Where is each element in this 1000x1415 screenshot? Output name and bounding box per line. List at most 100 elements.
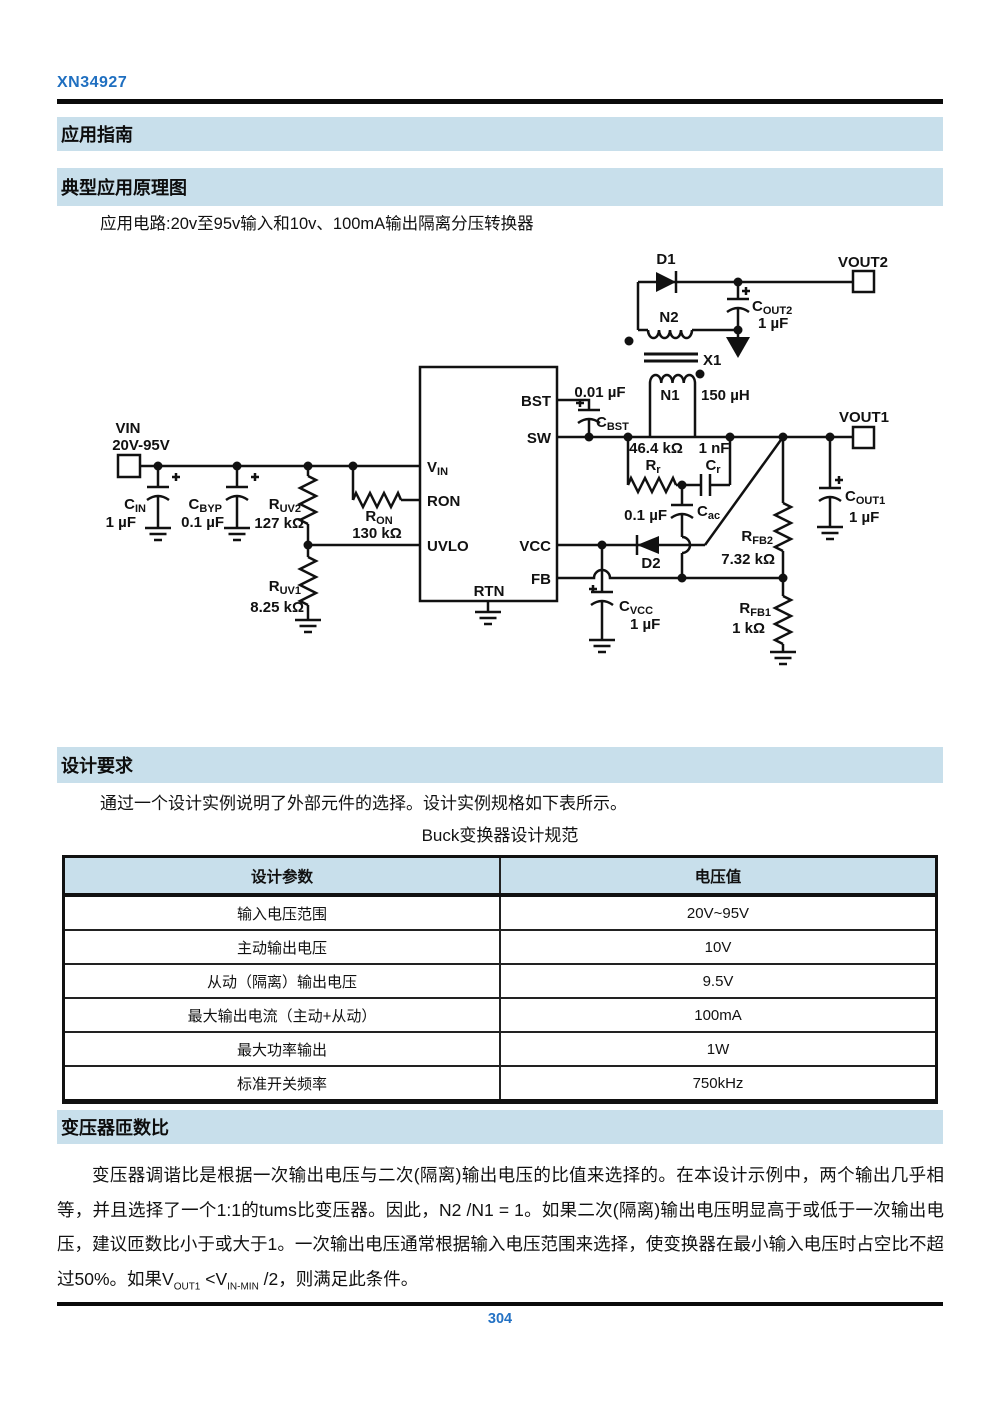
svg-text:RTN: RTN (474, 583, 505, 600)
table-cell: 20V~95V (499, 894, 937, 930)
svg-text:COUT1: COUT1 (845, 488, 885, 507)
ground-icon (817, 525, 843, 541)
svg-text:VCC: VCC (519, 538, 551, 555)
table-cell: 9.5V (499, 963, 937, 998)
table-cell: 750kHz (499, 1065, 937, 1102)
ground-icon (475, 610, 501, 626)
ruv1-resistor: RUV1 8.25 kΩ (250, 545, 321, 634)
ground-icon (589, 638, 615, 654)
n1-polarity-dot (695, 369, 705, 379)
ground-icon (224, 526, 250, 542)
svg-text:X1: X1 (703, 352, 721, 369)
svg-text:UVLO: UVLO (427, 538, 469, 555)
svg-text:D2: D2 (641, 555, 660, 572)
table-cell: 从动（隔离）输出电压 (63, 963, 500, 998)
table-cell: 最大输出电流（主动+从动） (63, 997, 500, 1032)
svg-text:FB: FB (531, 571, 551, 588)
design-intro: 通过一个设计实例说明了外部元件的选择。设计实例规格如下表所示。 (100, 794, 627, 813)
table-cell: 标准开关频率 (63, 1065, 500, 1102)
rfb1-resistor: RFB1 1 kΩ (732, 578, 796, 666)
svg-text:VOUT2: VOUT2 (838, 254, 888, 271)
svg-text:20V-95V: 20V-95V (112, 437, 170, 454)
vout1-terminal: VOUT1 (839, 409, 889, 450)
cr-capacitor: 1 nF Cr (676, 432, 735, 496)
svg-text:1 nF: 1 nF (699, 440, 730, 457)
section-banner-application-guide: 应用指南 (57, 117, 943, 151)
svg-text:0.1 µF: 0.1 µF (624, 507, 667, 524)
table-header-value: 电压值 (499, 856, 937, 897)
ground-icon (770, 650, 796, 666)
core-icon (644, 352, 698, 363)
svg-text:SW: SW (527, 430, 552, 447)
svg-text:0.01 µF: 0.01 µF (574, 384, 625, 401)
table-row: 最大输出电流（主动+从动） 100mA (63, 997, 937, 1032)
svg-text:RFB2: RFB2 (741, 528, 773, 547)
paragraph-text: /2，则满足此条件。 (258, 1268, 419, 1289)
ground-icon (145, 526, 171, 542)
svg-text:1 µF: 1 µF (106, 514, 136, 531)
cin-capacitor: CIN 1 µF (106, 466, 180, 542)
svg-text:RON: RON (427, 493, 460, 510)
fb-rail (557, 568, 788, 583)
table-cell: 主动输出电压 (63, 929, 500, 964)
svg-text:CBYP: CBYP (189, 496, 222, 515)
svg-text:0.1 µF: 0.1 µF (181, 514, 224, 531)
transformer-x1: N2 X1 N1 150 µH (624, 282, 750, 437)
svg-text:7.32 kΩ: 7.32 kΩ (721, 551, 775, 568)
d2-diode: D2 (557, 436, 785, 572)
svg-text:CBST: CBST (596, 414, 629, 433)
paragraph-text: <V (200, 1268, 228, 1289)
header-rule (57, 99, 943, 104)
svg-text:150 µH: 150 µH (701, 387, 750, 404)
svg-text:RUV1: RUV1 (269, 578, 301, 597)
svg-text:1 µF: 1 µF (758, 315, 788, 332)
table-row: 最大功率输出 1W (63, 1031, 937, 1066)
rfb2-resistor: RFB2 7.32 kΩ (721, 432, 794, 578)
section-banner-typical-application: 典型应用原理图 (57, 168, 943, 206)
circuit-caption: 应用电路:20v至95v输入和10v、100mA输出隔离分压转换器 (100, 215, 534, 233)
turns-ratio-paragraph: 变压器调谐比是根据一次输出电压与二次(隔离)输出电压的比值来选择的。在本设计示例… (57, 1158, 944, 1296)
section-banner-design-requirements: 设计要求 (57, 747, 943, 783)
vout1-subscript: OUT1 (173, 1281, 201, 1292)
svg-text:RUV2: RUV2 (269, 496, 301, 515)
ruv2-resistor: RUV2 127 kΩ (254, 461, 319, 545)
svg-text:VOUT1: VOUT1 (839, 409, 889, 426)
vout1-feed-wire (703, 436, 785, 546)
cac-capacitor: 0.1 µF Cac (624, 485, 720, 578)
footer-rule (57, 1302, 943, 1306)
svg-text:1 µF: 1 µF (849, 509, 879, 526)
svg-text:BST: BST (521, 393, 551, 410)
svg-text:127 kΩ: 127 kΩ (254, 515, 304, 532)
d1-diode: D1 (638, 251, 853, 293)
paragraph-text: 变压器调谐比是根据一次输出电压与二次(隔离)输出电压的比值来选择的。在本设计示例… (57, 1165, 944, 1289)
table-header-row: 设计参数 电压值 (63, 856, 937, 897)
vinmin-subscript: IN-MIN (227, 1281, 259, 1292)
table-row: 标准开关频率 750kHz (63, 1065, 937, 1102)
vout2-terminal: VOUT2 (838, 254, 888, 294)
page-number: 304 (487, 1311, 513, 1327)
table-cell: 10V (499, 929, 937, 964)
svg-text:VIN: VIN (427, 459, 448, 478)
n2-polarity-dot (624, 336, 634, 346)
wire-hop (680, 535, 692, 578)
svg-text:1 µF: 1 µF (630, 616, 660, 633)
ground-arrow-icon (726, 337, 750, 358)
table-cell: 100mA (499, 997, 937, 1032)
svg-text:VIN: VIN (115, 420, 140, 437)
table-row: 输入电压范围 20V~95V (63, 894, 937, 930)
svg-text:CVCC: CVCC (619, 598, 653, 617)
cout2-capacitor: COUT2 1 µF (726, 277, 792, 358)
cout1-capacitor: COUT1 1 µF (817, 432, 885, 541)
table-row: 主动输出电压 10V (63, 929, 937, 964)
ic-block: VIN RON UVLO BST SW VCC FB RTN (418, 365, 559, 626)
svg-text:D1: D1 (656, 251, 675, 268)
svg-text:130 kΩ: 130 kΩ (352, 525, 402, 542)
section-banner-turns-ratio: 变压器匝数比 (57, 1110, 943, 1144)
table-title: Buck变换器设计规范 (421, 826, 579, 845)
svg-text:N1: N1 (660, 387, 679, 404)
table-row: 从动（隔离）输出电压 9.5V (63, 963, 937, 998)
svg-text:Rr: Rr (645, 457, 661, 476)
table-cell: 输入电压范围 (63, 894, 500, 930)
ground-icon (295, 618, 321, 634)
